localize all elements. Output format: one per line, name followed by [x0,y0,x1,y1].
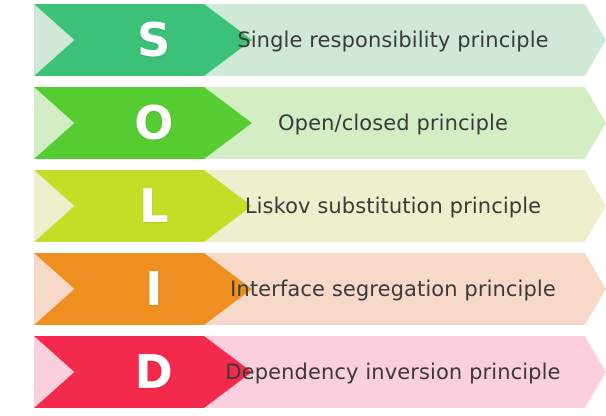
principle-label: Dependency inversion principle [225,359,561,384]
principle-label: Interface segregation principle [230,276,556,301]
principle-row-single-responsibility: S Single responsibility principle [0,4,606,76]
principle-label: Single responsibility principle [237,27,549,52]
principle-row-dependency-inversion: D Dependency inversion principle [0,336,606,408]
principle-row-interface-segregation: I Interface segregation principle [0,253,606,325]
principle-label: Liskov substitution principle [244,193,542,218]
principle-row-open-closed: O Open/closed principle [0,87,606,159]
principle-row-liskov-substitution: L Liskov substitution principle [0,170,606,242]
principle-label: Open/closed principle [278,110,508,135]
